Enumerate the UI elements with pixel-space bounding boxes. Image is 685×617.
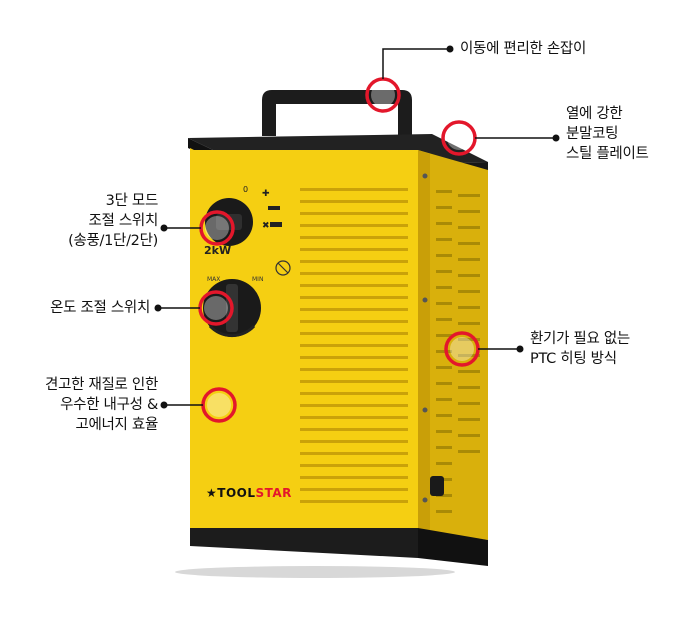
callout-mode-switch: 3단 모드 조절 스위치 (송풍/1단/2단) <box>68 193 158 249</box>
svg-text:✖: ✖ <box>262 221 270 231</box>
svg-text:0: 0 <box>243 185 248 194</box>
side-louvers <box>436 190 480 513</box>
knob-min-label: MIN <box>252 276 264 283</box>
callout-temp-switch: 온도 조절 스위치 <box>50 300 150 316</box>
callout-plate: 열에 강한 분말코팅 스틸 플레이트 <box>566 106 649 162</box>
power-rating: 2kW <box>204 244 232 257</box>
bottom-base <box>190 528 418 558</box>
star-icon: ★ <box>206 486 218 500</box>
brand-logo: ★TOOLSTAR <box>206 486 292 500</box>
warning-icon <box>275 260 291 276</box>
side-power-switch <box>430 476 444 496</box>
side-panel <box>418 150 488 540</box>
side-rivets <box>422 173 428 503</box>
carry-handle <box>262 90 412 136</box>
callout-durable: 견고한 재질로 인한 우수한 내구성 & 고에너지 효율 <box>45 377 158 433</box>
svg-text:✚: ✚ <box>262 189 270 199</box>
callout-ptc: 환기가 필요 없는 PTC 히팅 방식 <box>530 331 630 367</box>
callout-handle: 이동에 편리한 손잡이 <box>460 41 586 57</box>
front-louvers <box>300 188 408 503</box>
leader-lines <box>158 48 556 406</box>
knob-max-label: MAX <box>207 276 221 283</box>
ground-shadow <box>175 566 455 578</box>
